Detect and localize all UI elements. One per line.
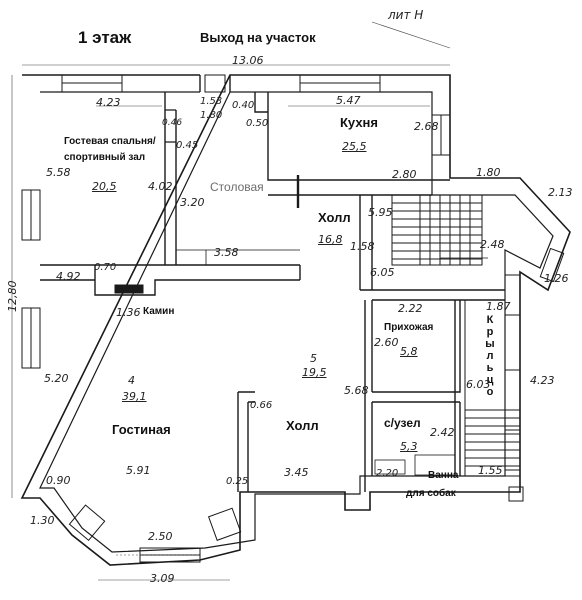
corridor-wall <box>40 264 301 296</box>
dim-5-91: 5.91 <box>126 464 151 477</box>
outdoor-box <box>508 486 524 502</box>
living-area: 39,1 <box>122 390 147 403</box>
windows <box>21 74 565 563</box>
dim-3-20: 3.20 <box>180 196 205 209</box>
dim-0-25: 0.25 <box>226 476 249 487</box>
living-number: 4 <box>128 374 135 387</box>
dim-2-20: 2.20 <box>376 468 399 479</box>
fireplace-label: Камин <box>143 306 175 317</box>
dim-1-26: 1.26 <box>544 272 569 285</box>
dim-12-80: 12,80 <box>6 280 19 313</box>
dim-2-22: 2.22 <box>398 302 423 315</box>
kitchen-bottom-wall <box>360 179 450 196</box>
hall-wall <box>359 195 505 301</box>
dim-2-42: 2.42 <box>430 426 455 439</box>
upper-hall-label: Холл <box>318 210 351 225</box>
entrance-wall <box>364 300 461 492</box>
dim-0-70: 0.70 <box>94 262 117 273</box>
dim-2-50: 2.50 <box>148 530 173 543</box>
dim-5-20: 5.20 <box>44 372 69 385</box>
dim-4-02: 4.02 <box>148 180 173 193</box>
porch-steps <box>464 300 521 477</box>
dim-3-09: 3.09 <box>150 572 175 585</box>
dim-0-45: 0.45 <box>176 140 199 151</box>
dining-label: Столовая <box>210 180 264 194</box>
dim-1-30: 1.30 <box>30 514 55 527</box>
entrance-label: Прихожая <box>384 322 434 333</box>
guest-room-label-2: спортивный зал <box>64 152 146 163</box>
floor-title: 1 этаж <box>78 28 132 47</box>
dim-6-03: 6.03 <box>466 378 491 391</box>
lower-hall-number: 5 <box>310 352 317 365</box>
dining-inner-line <box>176 249 300 265</box>
entrance-area: 5,8 <box>400 345 418 358</box>
lower-hall-area: 19,5 <box>302 366 327 379</box>
bath-label: Ванна <box>428 470 459 481</box>
wc-label: с/узел <box>384 416 421 430</box>
dim-top-total: 13.06 <box>232 54 264 67</box>
dim-2-48: 2.48 <box>480 238 505 251</box>
dim-1-80b: 1.80 <box>476 166 501 179</box>
dim-4-23b: 4.23 <box>530 374 555 387</box>
dim-2-80: 2.80 <box>392 168 417 181</box>
dim-1-55: 1.55 <box>478 464 503 477</box>
guest-room-label-1: Гостевая спальня/ <box>64 136 156 147</box>
bath-fixture <box>414 454 456 476</box>
litera-label: лит Н <box>388 8 424 22</box>
staircase <box>391 194 483 266</box>
dim-1-80: 1.80 <box>200 110 223 121</box>
dim-0-40: 0.40 <box>232 100 255 111</box>
dimension-lines <box>11 21 451 581</box>
dim-0-46: 0.46 <box>162 118 183 128</box>
fireplace-symbol <box>114 284 144 294</box>
exit-label: Выход на участок <box>200 30 316 45</box>
dim-3-58: 3.58 <box>214 246 239 259</box>
kitchen-wall <box>254 92 360 196</box>
hall-partition <box>237 391 255 492</box>
guest-room-wall <box>164 92 177 265</box>
dim-2-13: 2.13 <box>548 186 573 199</box>
dim-2-68: 2.68 <box>414 120 439 133</box>
dim-3-45: 3.45 <box>284 466 309 479</box>
dim-4-23: 4.23 <box>96 96 121 109</box>
dim-1-36: 1.36 <box>116 306 141 319</box>
wc-fixture <box>374 459 406 475</box>
dim-2-60: 2.60 <box>374 336 399 349</box>
kitchen-label: Кухня <box>340 115 378 130</box>
dim-6-05: 6.05 <box>370 266 395 279</box>
kitchen-area: 25,5 <box>342 140 367 153</box>
upper-hall-area: 16,8 <box>318 233 343 246</box>
dim-1-58: 1.58 <box>350 240 375 253</box>
dim-1-87: 1.87 <box>486 300 511 313</box>
porch-label: Крыльцо <box>484 314 496 398</box>
dogs-label: для собак <box>406 488 456 499</box>
dim-1-53: 1.53 <box>200 96 223 107</box>
living-label: Гостиная <box>112 422 171 437</box>
wc-area: 5,3 <box>400 440 418 453</box>
dim-5-68: 5.68 <box>344 384 369 397</box>
dim-0-66: 0.66 <box>250 400 273 411</box>
guest-room-area: 20,5 <box>92 180 117 193</box>
dim-0-90: 0.90 <box>46 474 71 487</box>
dim-5-58: 5.58 <box>46 166 71 179</box>
dim-4-92: 4.92 <box>56 270 81 283</box>
guest-room-door <box>165 109 176 143</box>
lower-hall-label: Холл <box>286 418 319 433</box>
dim-5-47: 5.47 <box>336 94 361 107</box>
dim-5-95: 5.95 <box>368 206 393 219</box>
dim-0-50: 0.50 <box>246 118 269 129</box>
